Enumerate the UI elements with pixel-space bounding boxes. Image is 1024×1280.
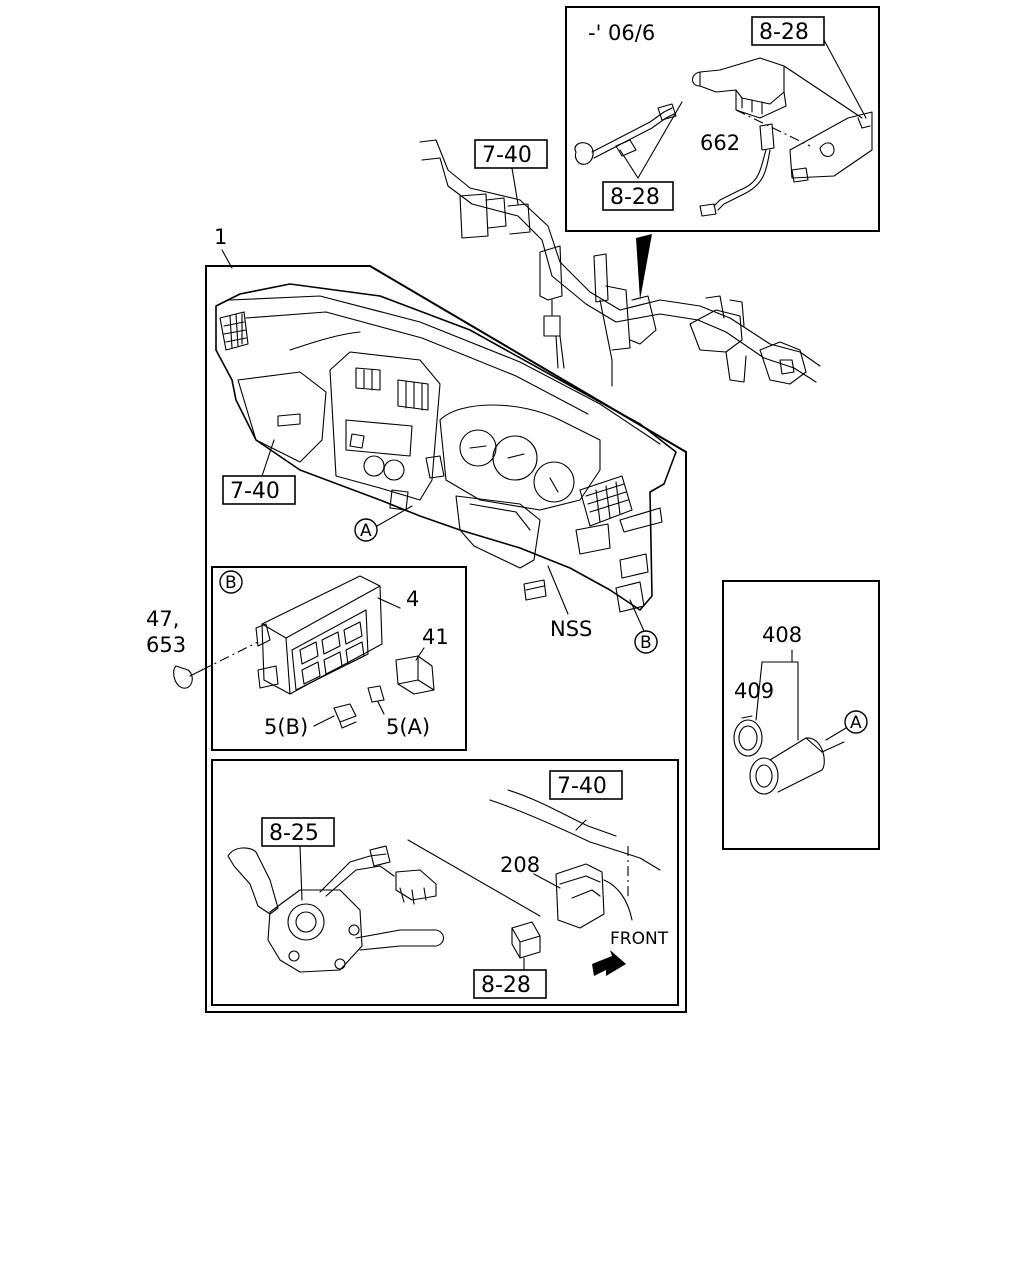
inset-panel-b: B 4 41 5(B) 5(A): [211, 566, 467, 751]
harness-left-box: [222, 475, 296, 505]
label-main-assembly: 1: [214, 225, 227, 249]
main-assembly-frame: 1: [205, 225, 687, 1013]
callout-b-panel: [219, 570, 243, 594]
callout-b-dash-text: B: [640, 633, 652, 653]
harness-drawing: 7-40: [419, 139, 821, 387]
inset-panel-top: -' 06/6 8-28 662 8-28: [565, 6, 880, 232]
callout-a-lighter: [844, 710, 868, 734]
label-control-panel: 4: [406, 587, 419, 611]
label-switch-5a: 5(A): [386, 715, 430, 739]
label-harness-lower: 7-40: [557, 774, 607, 799]
label-combination-switch: 8-25: [269, 821, 319, 846]
callout-a-lighter-text: A: [850, 713, 862, 733]
label-switch-5b: 5(B): [264, 715, 308, 739]
label-knob-41: 41: [422, 625, 449, 649]
label-screw-47: 47,: [146, 607, 179, 631]
label-inset-connector: 8-28: [759, 20, 809, 45]
label-part-208: 208: [500, 853, 540, 877]
dashboard-drawing: [215, 283, 677, 613]
leader-harness-left: [261, 439, 275, 477]
label-lower-connector: 8-28: [481, 973, 531, 998]
label-harness-left: 7-40: [230, 479, 280, 504]
label-screw-653: 653: [146, 633, 186, 657]
front-arrow-icon: [592, 950, 626, 976]
date-note: -' 06/6: [588, 21, 655, 45]
label-lighter-408: 408: [762, 623, 802, 647]
label-nss: NSS: [550, 617, 592, 641]
label-lighter-409: 409: [734, 679, 774, 703]
leader-nss: [547, 565, 569, 615]
inset-panel-switch: 7-40 8-25 208 8-28: [211, 759, 679, 1006]
label-inset-bracket: 8-28: [610, 185, 660, 210]
label-front: FRONT: [610, 929, 669, 949]
callout-b-panel-text: B: [225, 573, 237, 593]
callout-b-dash: [634, 630, 658, 654]
callout-a-dash-text: A: [360, 521, 372, 541]
label-cable-662: 662: [700, 131, 740, 155]
inset-panel-lighter: 408 409 A: [722, 580, 880, 850]
screw-group: 47, 653: [146, 607, 259, 689]
callout-a-dash: [354, 518, 378, 542]
label-harness-top: 7-40: [482, 143, 532, 168]
inset-pointer: [636, 234, 652, 300]
